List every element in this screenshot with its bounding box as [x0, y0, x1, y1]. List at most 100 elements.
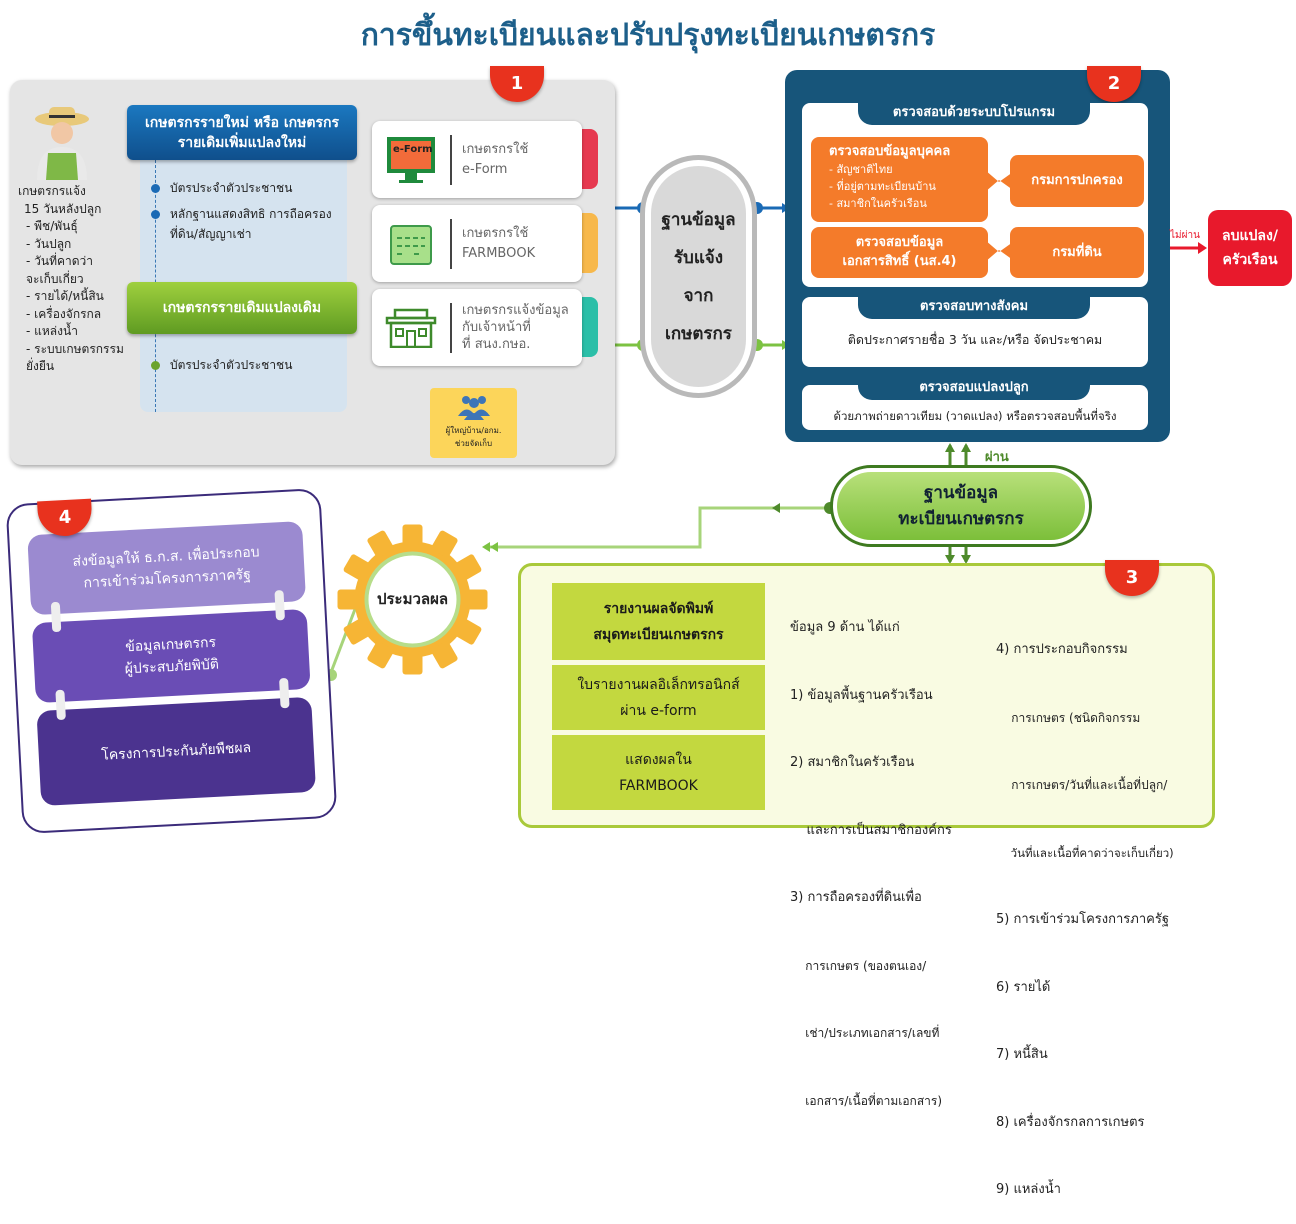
- info-item: 2) สมาชิกในครัวเรือน: [790, 755, 915, 770]
- intake-db-text: เกษตรกร: [665, 323, 732, 344]
- channel-tab-orange: [578, 213, 598, 273]
- document-check-title: เอกสารสิทธิ์ (นส.4): [842, 254, 957, 269]
- channel-text: กับเจ้าหน้าที่: [462, 320, 531, 335]
- output-printed-book: รายงานผลจัดพิมพ์สมุดทะเบียนเกษตรกร: [552, 583, 765, 660]
- info-item: การเกษตร/วันที่และเนื้อที่ปลูก/: [996, 778, 1168, 792]
- land-dept-box: กรมที่ดิน: [1010, 227, 1144, 278]
- benefit-text: ผู้ประสบภัยพิบัติ: [124, 656, 220, 678]
- document-check-title: ตรวจสอบข้อมูล: [855, 235, 944, 250]
- fail-action-text: ครัวเรือน: [1222, 252, 1278, 268]
- eform-icon-text: e-Form: [393, 144, 433, 155]
- plot-check-text: ด้วยภาพถ่ายดาวเทียม (วาดแปลง) หรือตรวจสอ…: [833, 409, 1117, 423]
- doc-item: หลักฐานแสดงสิทธิ การถือครองที่ดิน/สัญญาเ…: [170, 207, 332, 241]
- channel-text: เกษตรกรแจ้งข้อมูล: [462, 303, 569, 318]
- channel-tab-teal: [578, 297, 598, 357]
- intake-db-text: ฐานข้อมูล: [661, 209, 736, 230]
- gear-icon: [337, 524, 488, 675]
- program-check-header: ตรวจสอบด้วยระบบโปรแกรม: [858, 103, 1090, 125]
- bullet-dot: [151, 184, 160, 193]
- pass-label: ผ่าน: [985, 450, 1009, 465]
- output-text: สมุดทะเบียนเกษตรกร: [593, 626, 724, 643]
- connector-arrows: [985, 170, 1013, 262]
- personal-check-title: ตรวจสอบข้อมูลบุคคล: [829, 144, 951, 159]
- info-title: ข้อมูล 9 ด้าน ได้แก่: [790, 620, 900, 635]
- registry-database: ฐานข้อมูล ทะเบียนเกษตรกร: [830, 465, 1092, 547]
- benefit-text: โครงการประกันภัยพืชผล: [100, 739, 252, 764]
- output-text: ใบรายงานผลอิเล็กทรอนิกส์: [577, 676, 740, 693]
- delete-plot-box: ลบแปลง/ ครัวเรือน: [1208, 210, 1292, 286]
- info-item: 3) การถือครองที่ดินเพื่อ: [790, 890, 922, 905]
- fail-action-text: ลบแปลง/: [1222, 228, 1278, 244]
- personal-check-box: ตรวจสอบข้อมูลบุคคล - สัญชาติไทย - ที่อยู…: [811, 137, 988, 222]
- process-label: ประมวลผล: [376, 590, 449, 608]
- doc-item: บัตรประจำตัวประชาชน: [170, 358, 293, 372]
- farmer-line: - ระบบเกษตรกรรม: [26, 341, 124, 356]
- farmer-line: - พืช/พันธุ์: [26, 219, 78, 233]
- farmer-line: - วันปลูก: [26, 236, 72, 251]
- personal-check-item: - สมาชิกในครัวเรือน: [829, 197, 927, 210]
- info-item: 1) ข้อมูลพื้นฐานครัวเรือน: [790, 687, 933, 703]
- helper-text: ช่วยจัดเก็บ: [454, 439, 493, 448]
- social-check-text: ติดประกาศรายชื่อ 3 วัน และ/หรือ จัดประชา…: [847, 332, 1103, 347]
- info-item: 8) เครื่องจักรกลการเกษตร: [996, 1114, 1145, 1130]
- info-item: 4) การประกอบกิจกรรม: [996, 642, 1128, 657]
- info-item: การเกษตร (ของตนเอง/: [790, 958, 927, 973]
- info-item: 9) แหล่งน้ำ: [996, 1182, 1061, 1197]
- village-helper-box: ผู้ใหญ่บ้าน/อกม. ช่วยจัดเก็บ: [430, 388, 517, 458]
- benefit-item-insurance: โครงการประกันภัยพืชผล: [36, 696, 317, 807]
- farmbook-icon: [372, 222, 450, 266]
- info-item: 5) การเข้าร่วมโครงการภาครัฐ: [996, 912, 1169, 927]
- info-item: เอกสาร/เนื้อที่ตามเอกสาร): [790, 1093, 943, 1108]
- bullet-dot: [151, 361, 160, 370]
- channel-tab-red: [578, 129, 598, 189]
- channel-card-eform[interactable]: e-Form เกษตรกรใช้ e-Form: [372, 121, 582, 198]
- benefit-item-disaster: ข้อมูลเกษตรกรผู้ประสบภัยพิบัติ: [31, 608, 311, 704]
- eform-monitor-icon: e-Form: [372, 135, 450, 185]
- output-text: ผ่าน e-form: [620, 702, 697, 719]
- farmer-line: 15 วันหลังปลูก: [24, 201, 102, 216]
- info-item: วันที่และเนื้อที่คาดว่าจะเก็บเกี่ยว): [996, 845, 1174, 860]
- farmer-line: - แหล่งน้ำ: [26, 324, 78, 338]
- registry-db-text: ทะเบียนเกษตรกร: [898, 509, 1024, 529]
- people-group-icon: [457, 396, 490, 420]
- channel-text: e-Form: [462, 161, 508, 177]
- office-building-icon: [372, 308, 450, 348]
- farmer-report-list: เกษตรกรแจ้ง 15 วันหลังปลูก - พืช/พันธุ์ …: [18, 183, 133, 376]
- intake-db-text: จาก: [683, 285, 714, 306]
- farmer-line: - วันที่คาดว่า: [26, 254, 94, 268]
- info-right-list: 4) การประกอบกิจกรรม การเกษตร (ชนิดกิจกรร…: [996, 594, 1214, 1224]
- existing-farmer-header: เกษตรกรรายเดิมแปลงเดิม: [127, 282, 357, 334]
- output-text: FARMBOOK: [619, 777, 698, 794]
- farmer-line: - รายได้/หนี้สิน: [26, 289, 104, 303]
- farmer-avatar-icon: [35, 107, 89, 180]
- info-item: 6) รายได้: [996, 979, 1051, 995]
- personal-check-item: - ที่อยู่ตามทะเบียนบ้าน: [829, 180, 936, 193]
- intake-database: ฐานข้อมูลรับแจ้งจากเกษตรกร: [640, 155, 757, 398]
- plot-check-header: ตรวจสอบแปลงปลูก: [858, 378, 1090, 400]
- personal-check-item: - สัญชาติไทย: [829, 163, 893, 176]
- fail-label: ไม่ผ่าน: [1170, 230, 1200, 241]
- farmer-line: จะเก็บเกี่ยว: [26, 271, 84, 286]
- output-text: รายงานผลจัดพิมพ์: [603, 600, 714, 617]
- channel-text: เกษตรกรใช้: [462, 141, 529, 157]
- info-item: และการเป็นสมาชิกองค์กร: [790, 822, 952, 838]
- info-item: เช่า/ประเภทเอกสาร/เลขที่: [790, 1026, 940, 1040]
- new-farmer-header: เกษตรกรรายใหม่ หรือ เกษตรกรรายเดิมเพิ่มแ…: [127, 105, 357, 160]
- output-text: แสดงผลใน: [625, 751, 692, 768]
- info-item: 7) หนี้สิน: [996, 1047, 1048, 1062]
- section-4-panel: ส่งข้อมูลให้ ธ.ก.ส. เพื่อประกอบการเข้าร่…: [5, 487, 338, 835]
- dopa-agency-box: กรมการปกครอง: [1010, 155, 1144, 207]
- page-title: การขึ้นทะเบียนและปรับปรุงทะเบียนเกษตรกร: [360, 18, 936, 53]
- output-farmbook: แสดงผลใน FARMBOOK: [552, 735, 765, 810]
- channel-card-farmbook[interactable]: เกษตรกรใช้ FARMBOOK: [372, 205, 582, 282]
- info-item: การเกษตร (ชนิดกิจกรรม: [996, 710, 1141, 725]
- channel-text: เกษตรกรใช้: [462, 225, 529, 241]
- document-check-box: ตรวจสอบข้อมูล เอกสารสิทธิ์ (นส.4): [811, 227, 988, 278]
- channel-card-office[interactable]: เกษตรกรแจ้งข้อมูลกับเจ้าหน้าที่ที่ สนง.ก…: [372, 289, 582, 366]
- bullet-dot: [151, 210, 160, 219]
- channel-text: FARMBOOK: [462, 245, 536, 261]
- channel-text: ที่ สนง.กษอ.: [462, 337, 531, 352]
- social-check-header: ตรวจสอบทางสังคม: [858, 297, 1090, 319]
- helper-text: ผู้ใหญ่บ้าน/อกม.: [445, 426, 502, 435]
- registry-db-text: ฐานข้อมูล: [923, 483, 998, 503]
